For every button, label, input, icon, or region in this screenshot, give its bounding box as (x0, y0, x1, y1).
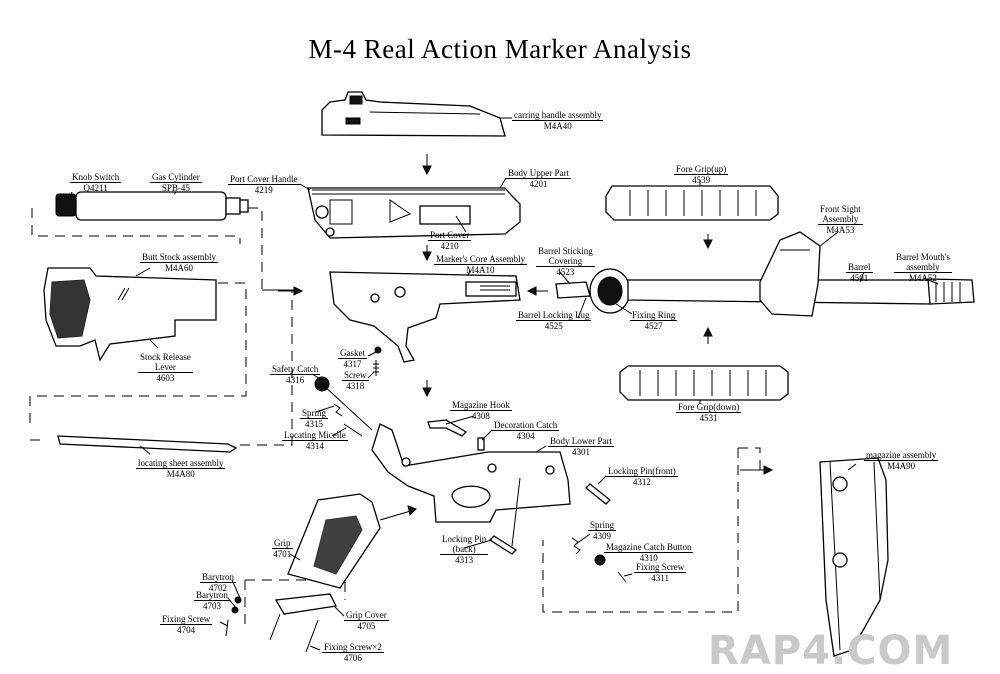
assembly-guide-lines (29, 207, 761, 625)
gasket-screw-drawing (373, 346, 382, 376)
label-locking-pin-back: Locking Pin(back)4313 (440, 534, 489, 565)
locating-sheet-drawing (57, 435, 238, 453)
body-upper-drawing (307, 187, 521, 239)
leader-lines (69, 117, 939, 651)
carrying-handle-drawing (321, 91, 506, 137)
locking-pin-back-drawing (488, 477, 521, 555)
watermark: RAP4.COM (708, 628, 954, 674)
direction-arrows (262, 154, 774, 521)
decoration-catch-drawing (477, 437, 485, 451)
diagram-title: M-4 Real Action Marker Analysis (308, 34, 692, 64)
barrel-group-drawing (555, 231, 975, 317)
core-assembly-drawing (329, 271, 521, 363)
label-fore-grip-up: Fore Grip(up)4539 (674, 164, 729, 185)
grip-cover-drawing (274, 593, 337, 615)
fore-grip-down-drawing (619, 365, 789, 401)
grip-screws-drawing (225, 596, 319, 653)
grip-drawing (287, 493, 381, 589)
butt-stock-drawing (43, 267, 217, 362)
gas-cylinder-drawing (55, 191, 249, 221)
magazine-catch-drawing (571, 537, 627, 583)
body-lower-drawing (371, 423, 571, 523)
label-locking-pin-front: Locking Pin(front)4312 (606, 466, 678, 487)
fore-grip-up-drawing (605, 185, 779, 221)
magazine-hook-drawing (427, 419, 468, 437)
spring-locating-micelle-drawing (333, 403, 363, 437)
safety-catch-drawing (314, 376, 373, 431)
locking-pin-front-drawing (585, 483, 611, 505)
magazine-drawing (819, 457, 889, 657)
label-fore-grip-down: Fore Grip(down)4531 (676, 402, 742, 423)
